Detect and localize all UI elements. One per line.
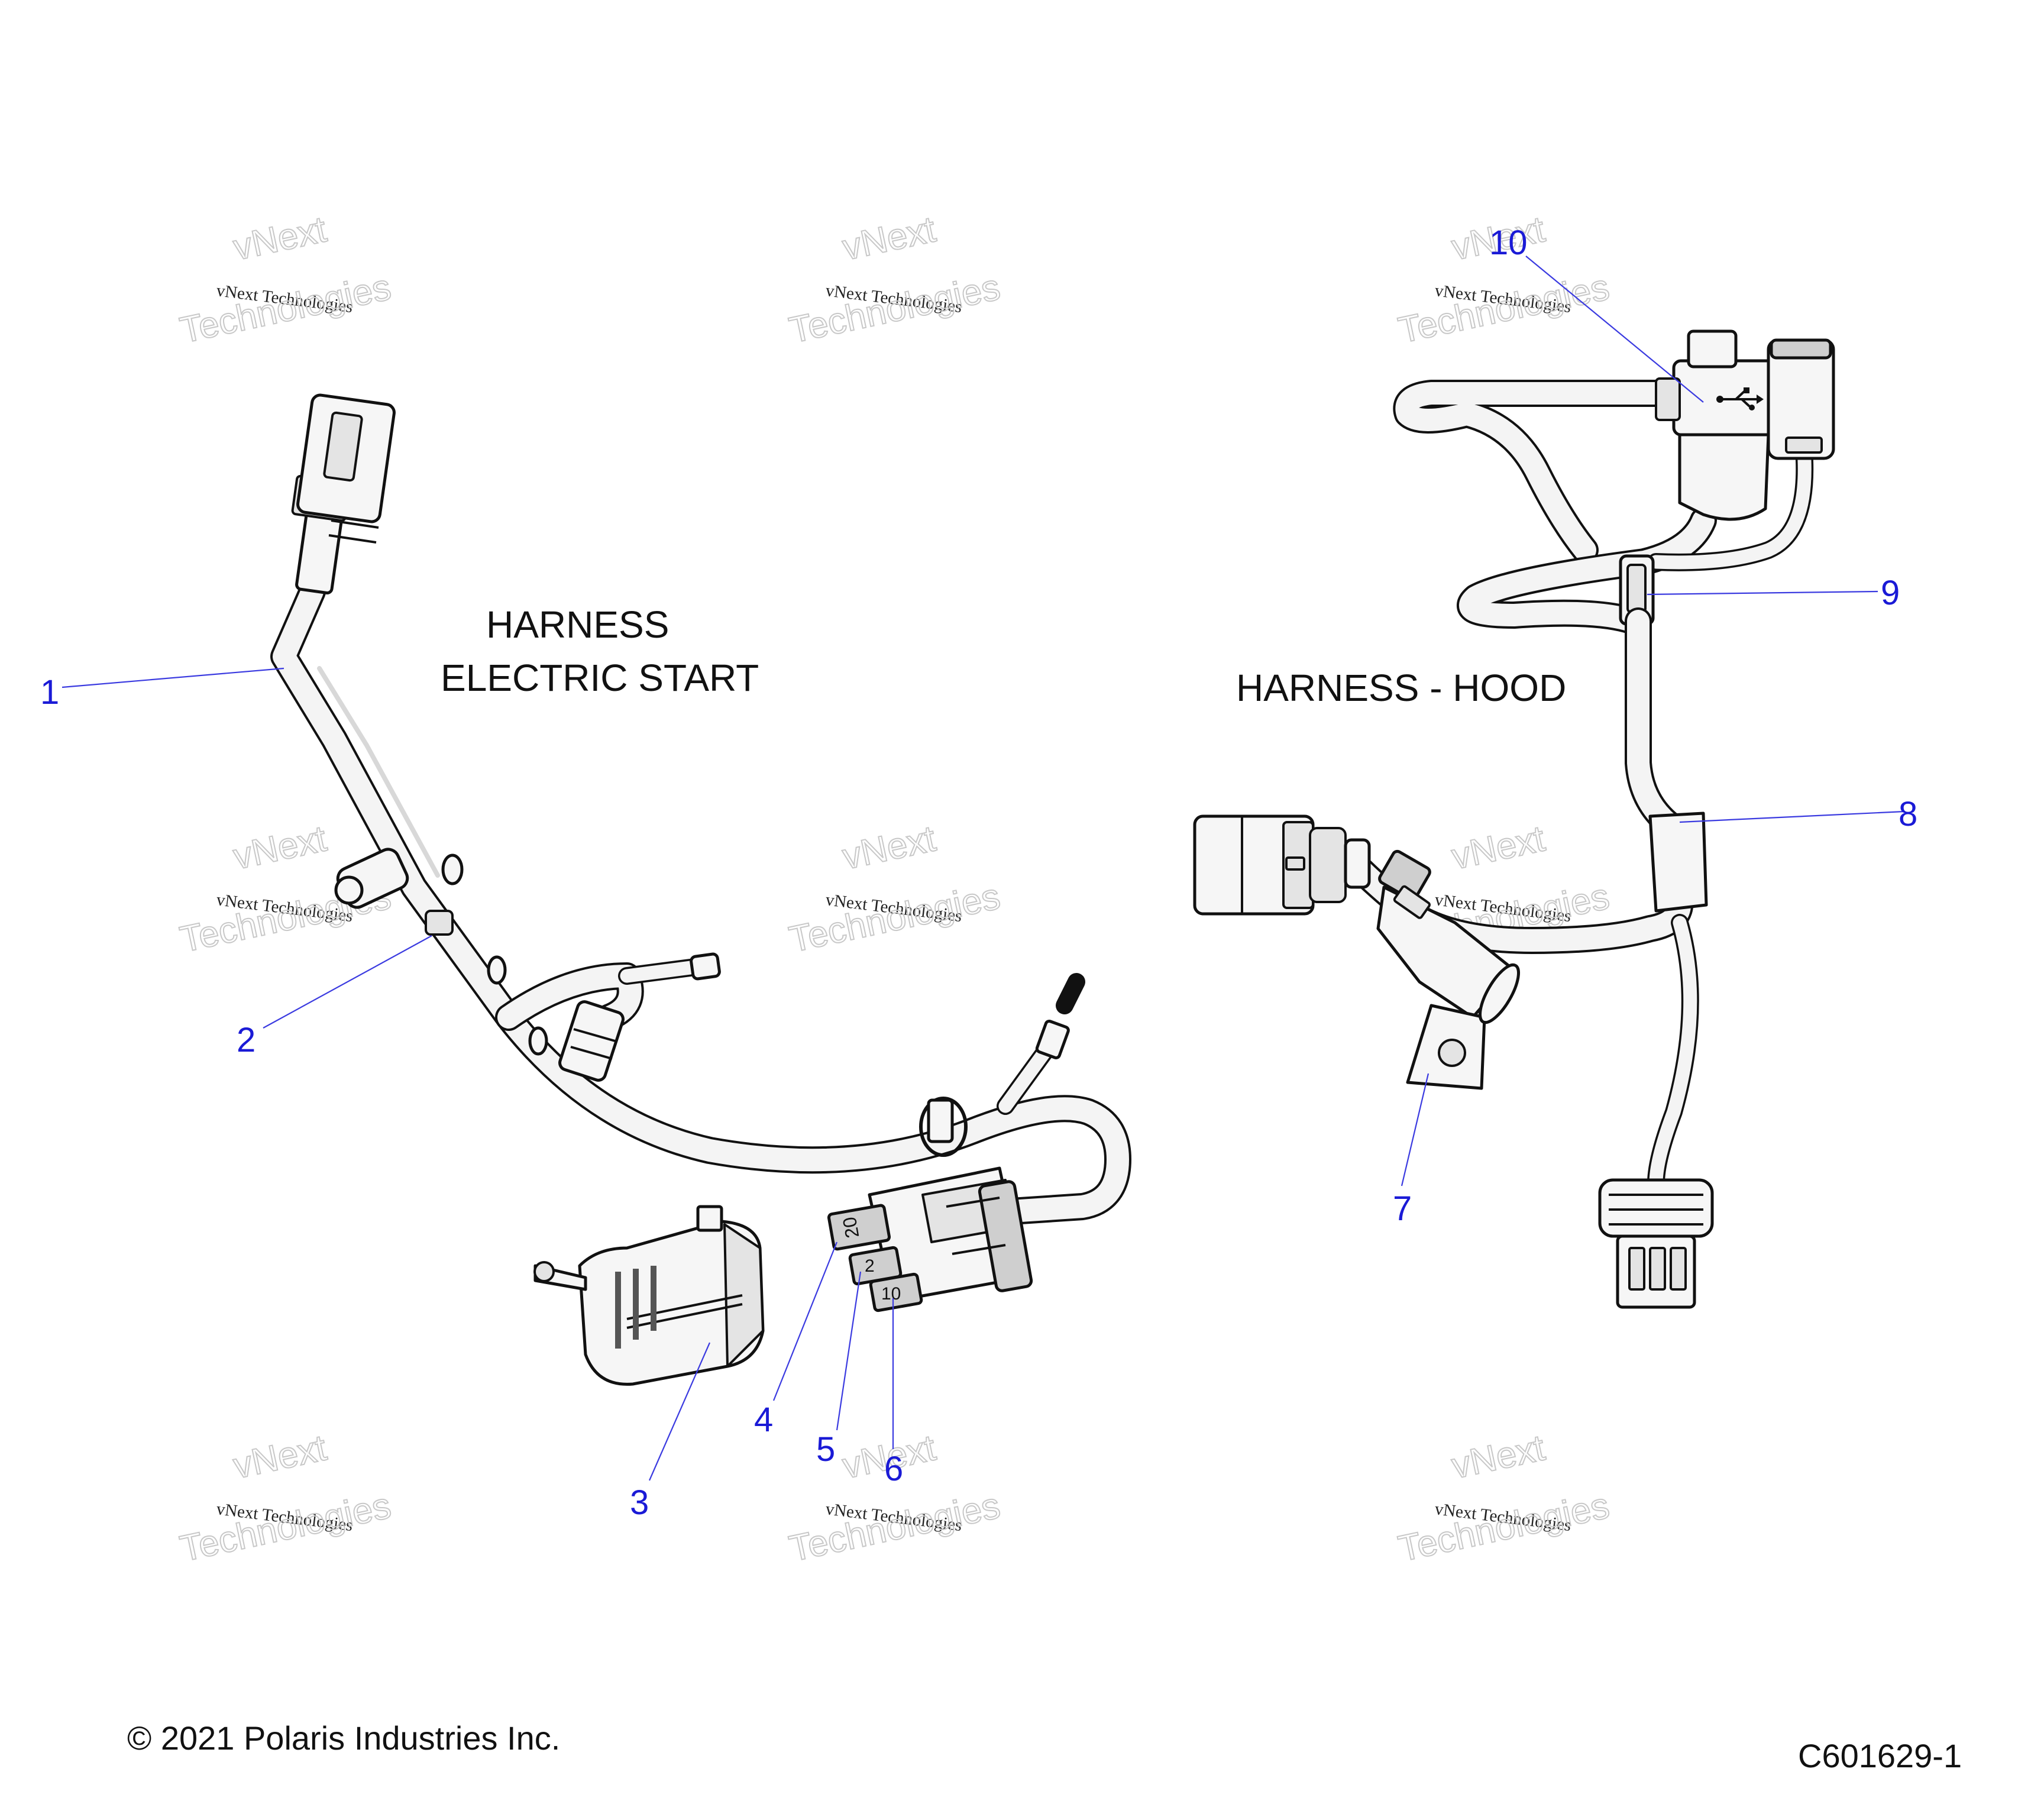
harness-es-label-line1: HARNESS [486, 603, 669, 646]
fuse-4: 20 [827, 1204, 891, 1251]
watermark-line1: vNext [1448, 1427, 1548, 1486]
callout-6: 6 [884, 1450, 903, 1488]
watermark-line1: vNext [230, 209, 330, 268]
harness-electric-start: 20 2 10 [270, 393, 1131, 1386]
fuse-6-marking: 10 [881, 1284, 901, 1304]
callout-1: 1 [40, 673, 59, 712]
watermark-line3: Technologies [1395, 267, 1613, 351]
fuse-4-marking: 20 [839, 1215, 863, 1240]
fuse-5: 2 [848, 1246, 903, 1286]
hood-angled-connector [1376, 849, 1520, 1090]
harness-clips [334, 848, 507, 985]
callout-7: 7 [1393, 1189, 1412, 1228]
callout-2: 2 [237, 1021, 256, 1059]
fuse-6: 10 [869, 1272, 923, 1312]
watermark: vNext vNext Technologies Technologies [785, 817, 1004, 961]
harness-branch-ring [997, 973, 1085, 1115]
watermark-line1: vNext [1448, 818, 1548, 877]
callout-3: 3 [630, 1483, 649, 1522]
hood-bottom-connector [1598, 1178, 1714, 1309]
main-connector [291, 393, 396, 594]
harness-es-label-line2: ELECTRIC START [441, 657, 759, 699]
copyright: © 2021 Polaris Industries Inc. [127, 1719, 560, 1757]
callout-10: 10 [1489, 224, 1528, 262]
callout-5: 5 [816, 1430, 835, 1469]
callout-8: 8 [1899, 795, 1917, 833]
fuse-cover [533, 1205, 765, 1386]
watermark-line3: Technologies [786, 876, 1004, 961]
watermark-line3: Technologies [177, 267, 394, 351]
watermark-line1: vNext [230, 818, 330, 877]
leader-lines [62, 256, 1905, 1481]
usb-charger [1655, 329, 1835, 521]
harness-branch-small [495, 952, 721, 1031]
callout-4: 4 [754, 1401, 773, 1439]
watermark-line3: Technologies [1395, 1485, 1613, 1570]
watermark: vNext vNext Technologies Technologies [176, 1427, 395, 1570]
hood-upper-loop [1393, 380, 1814, 635]
harness-hood-label: HARNESS - HOOD [1236, 667, 1566, 709]
watermark-line3: Technologies [786, 1485, 1004, 1570]
watermark-line3: Technologies [177, 1485, 394, 1570]
usb-icon [1716, 387, 1764, 410]
harness-hood [1193, 329, 1835, 1309]
watermark-line1: vNext [839, 209, 939, 268]
watermark: vNext vNext Technologies Technologies [1395, 1427, 1613, 1570]
callouts: 1 2 3 4 5 6 7 8 9 10 [40, 224, 1917, 1522]
fuse-5-marking: 2 [865, 1256, 875, 1276]
callout-9: 9 [1881, 574, 1900, 612]
watermark-line1: vNext [230, 1427, 330, 1486]
diagram-code: C601629-1 [1798, 1737, 1962, 1774]
harness-mid-plug [528, 1000, 625, 1082]
watermark: vNext vNext Technologies Technologies [785, 208, 1004, 351]
hood-left-connector [1193, 814, 1371, 916]
watermark-line1: vNext [839, 818, 939, 877]
watermark-line3: Technologies [786, 267, 1004, 351]
hood-clip [1619, 554, 1655, 626]
watermark: vNext vNext Technologies Technologies [176, 208, 395, 351]
